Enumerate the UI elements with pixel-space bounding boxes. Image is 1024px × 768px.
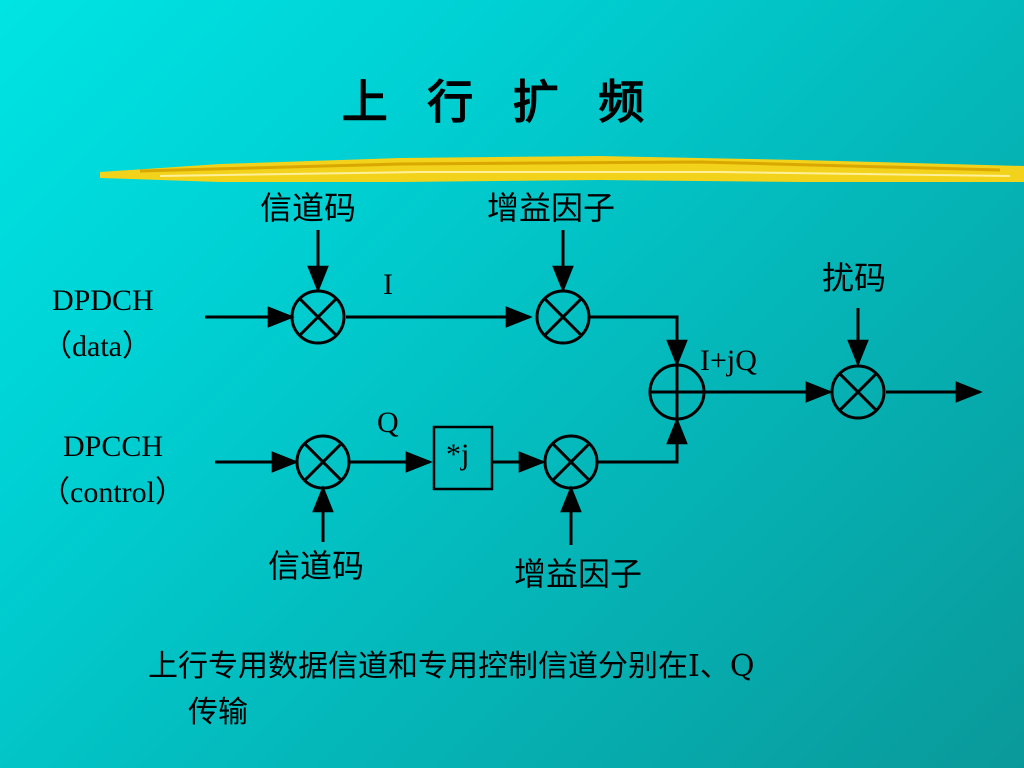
multiplier-scrambling-icon <box>830 364 886 420</box>
q-branch-label: Q <box>377 406 399 439</box>
caption-line-1: 上行专用数据信道和专用控制信道分别在I、Q <box>148 649 755 684</box>
multiplier-gain-i-icon <box>535 289 591 345</box>
multiplier-channel-code-q-icon <box>295 434 351 490</box>
iq-sum-label: I+jQ <box>700 344 757 377</box>
multiplier-channel-code-i-icon <box>290 289 346 345</box>
channel-code-bottom-label: 信道码 <box>268 548 365 584</box>
channel-code-top-label: 信道码 <box>260 190 357 226</box>
dpcch-sub: （control） <box>40 476 185 509</box>
multiply-j-box <box>432 425 494 491</box>
dpcch-name: DPCCH <box>63 430 164 463</box>
caption-line-2: 传输 <box>188 695 248 730</box>
slide-title: 上 行 扩 频 <box>341 77 659 128</box>
i-to-sum-line <box>590 315 688 367</box>
yellow-brush-underline <box>100 156 1024 182</box>
gain-factor-bottom-label: 增益因子 <box>514 556 643 592</box>
multiply-j-label: *j <box>446 438 470 471</box>
adder-icon <box>648 363 706 421</box>
multiplier-gain-q-icon <box>543 434 599 490</box>
dpdch-name: DPDCH <box>52 284 154 317</box>
q-to-sum-line <box>598 417 688 464</box>
dpdch-sub: （data） <box>42 330 152 363</box>
scrambling-code-label: 扰码 <box>822 260 887 296</box>
gain-factor-top-label: 增益因子 <box>487 190 616 226</box>
i-branch-label: I <box>383 268 393 301</box>
